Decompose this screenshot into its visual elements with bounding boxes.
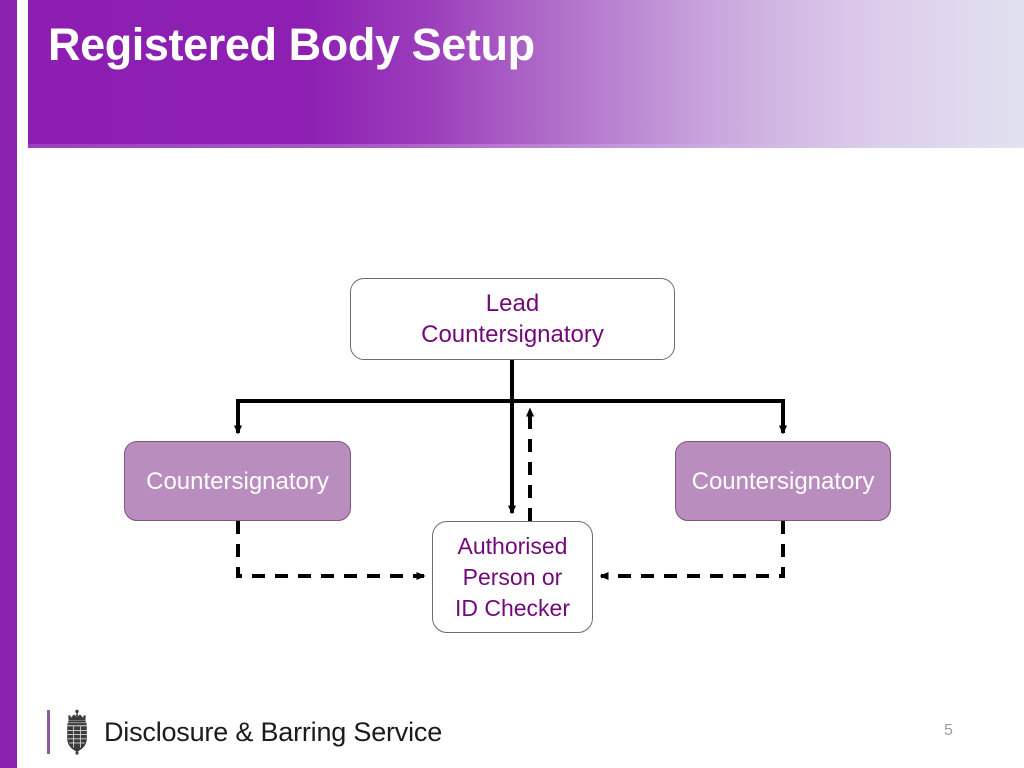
- page-title: Registered Body Setup: [48, 19, 535, 70]
- connector-countersignatory-right-to-authorised-person: [599, 521, 785, 580]
- node-countersignatory-right-label: Countersignatory: [691, 467, 875, 495]
- footer-organisation-name: Disclosure & Barring Service: [104, 717, 443, 747]
- node-authorised-person-line3: ID Checker: [454, 594, 571, 621]
- connector-countersignatory-left-to-authorised-person: [236, 521, 426, 580]
- header-underline: [28, 144, 1024, 148]
- node-countersignatory-left[interactable]: Countersignatory: [124, 441, 351, 521]
- royal-crest-icon: [67, 709, 87, 755]
- left-accent-bar: [0, 0, 17, 768]
- footer-logo: Disclosure & Barring Service: [47, 707, 442, 757]
- node-lead-countersignatory[interactable]: Lead Countersignatory: [350, 278, 675, 360]
- node-lead-countersignatory-line2: Countersignatory: [421, 321, 604, 348]
- node-countersignatory-left-label: Countersignatory: [146, 467, 329, 495]
- node-authorised-person[interactable]: Authorised Person or ID Checker: [432, 521, 593, 633]
- header-banner: [28, 0, 1024, 148]
- footer-divider: [47, 710, 50, 754]
- node-lead-countersignatory-line1: Lead: [485, 290, 540, 317]
- node-countersignatory-right[interactable]: Countersignatory: [675, 441, 891, 521]
- node-authorised-person-line1: Authorised: [457, 532, 568, 559]
- node-authorised-person-line2: Person or: [462, 563, 563, 590]
- page-number: 5: [944, 722, 953, 739]
